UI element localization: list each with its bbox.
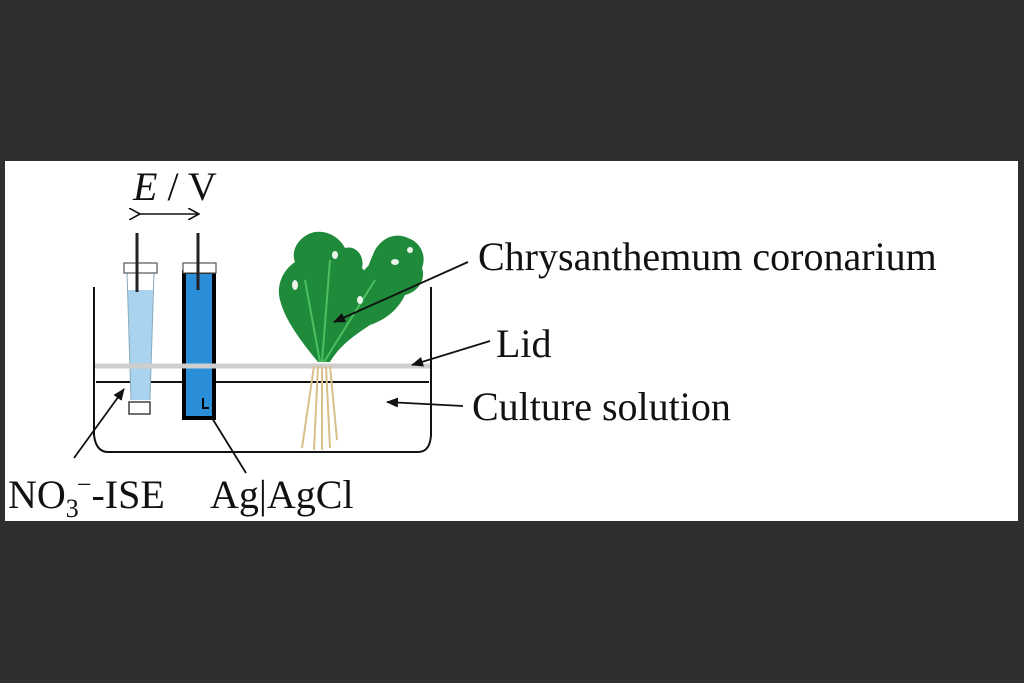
white-panel xyxy=(5,161,1018,521)
solution-label: Culture solution xyxy=(472,384,731,429)
plant-illustration xyxy=(278,231,424,451)
plant-arrow xyxy=(333,261,469,323)
plant-label: Chrysanthemum coronarium xyxy=(478,234,937,279)
container xyxy=(93,287,432,453)
reference-pointer xyxy=(211,417,247,474)
leaves xyxy=(278,231,424,362)
potential-label: E / V xyxy=(132,164,217,209)
reference-label: Ag|AgCl xyxy=(210,472,354,517)
lid-label: Lid xyxy=(496,321,552,366)
ise-arrow xyxy=(73,388,125,459)
nitrate-ise-electrode xyxy=(123,233,158,415)
ise-label: NO3−-ISE xyxy=(8,470,165,523)
stems xyxy=(304,259,376,363)
lid-arrow xyxy=(411,340,491,367)
reference-electrode xyxy=(182,233,217,420)
roots xyxy=(301,365,338,451)
solution-arrow xyxy=(386,397,464,408)
